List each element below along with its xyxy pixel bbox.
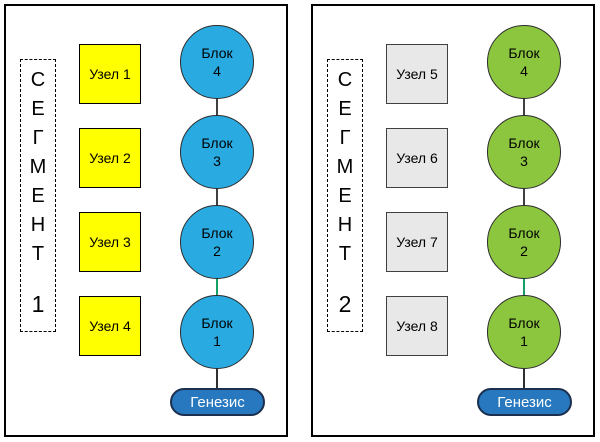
block-number: 3: [213, 153, 221, 169]
node-label: Узел 8: [396, 318, 438, 334]
segment-number: 1: [31, 291, 45, 317]
block-connector-line: [523, 186, 525, 208]
node-square: Узел 7: [386, 212, 448, 272]
block-circle: Блок 3: [180, 115, 254, 189]
node-label: Узел 5: [396, 66, 438, 82]
segment-letter: С: [30, 69, 46, 91]
node-square: Узел 5: [386, 44, 448, 104]
segment-letter: Н: [337, 214, 353, 236]
node-square: Узел 8: [386, 296, 448, 356]
node-label: Узел 2: [89, 150, 131, 166]
block-circle: Блок 1: [487, 295, 561, 369]
segment-2-panel: С Е Г М Е Н Т 2 Узел 5 Узел 6 Узел 7 Узе…: [311, 4, 595, 437]
segment-1-label-box: С Е Г М Е Н Т 1: [20, 59, 56, 332]
block-number: 4: [213, 63, 221, 79]
segment-letter: Г: [32, 127, 44, 149]
genesis-connector-line: [523, 366, 525, 390]
block-connector-line-highlight: [523, 276, 525, 298]
block-name: Блок: [201, 225, 233, 241]
genesis-label: Генезис: [190, 393, 245, 411]
block-circle: Блок 4: [180, 25, 254, 99]
block-circle: Блок 3: [487, 115, 561, 189]
block-connector-line: [216, 186, 218, 208]
block-name: Блок: [201, 315, 233, 331]
block-name: Блок: [508, 315, 540, 331]
node-square: Узел 2: [79, 128, 141, 188]
block-connector-line: [523, 96, 525, 118]
segment-letter: С: [337, 69, 353, 91]
segment-letter: Е: [338, 98, 352, 120]
node-square: Узел 1: [79, 44, 141, 104]
node-label: Узел 6: [396, 150, 438, 166]
node-label: Узел 4: [89, 318, 131, 334]
block-circle: Блок 4: [487, 25, 561, 99]
segment-letter: Г: [339, 127, 351, 149]
segment-letter: Т: [31, 243, 45, 265]
block-name: Блок: [508, 225, 540, 241]
segment-letter: Е: [31, 185, 45, 207]
block-name: Блок: [508, 45, 540, 61]
block-number: 1: [520, 333, 528, 349]
block-number: 2: [520, 243, 528, 259]
segment-letter: М: [29, 156, 47, 178]
block-number: 2: [213, 243, 221, 259]
block-name: Блок: [201, 45, 233, 61]
segment-2-label-box: С Е Г М Е Н Т 2: [327, 59, 363, 332]
block-name: Блок: [201, 135, 233, 151]
segment-letter: Н: [30, 214, 46, 236]
block-name: Блок: [508, 135, 540, 151]
segment-letter: М: [336, 156, 354, 178]
genesis-pill: Генезис: [477, 388, 572, 416]
node-square: Узел 3: [79, 212, 141, 272]
genesis-connector-line: [216, 366, 218, 390]
segment-letter: Т: [338, 243, 352, 265]
node-label: Узел 7: [396, 234, 438, 250]
segment-1-panel: С Е Г М Е Н Т 1 Узел 1 Узел 2 Узел 3 Узе…: [4, 4, 288, 437]
node-label: Узел 1: [89, 66, 131, 82]
block-number: 3: [520, 153, 528, 169]
genesis-pill: Генезис: [170, 388, 265, 416]
block-circle: Блок 2: [180, 205, 254, 279]
block-number: 1: [213, 333, 221, 349]
block-number: 4: [520, 63, 528, 79]
segment-number: 2: [338, 291, 352, 317]
node-square: Узел 6: [386, 128, 448, 188]
segment-letter: Е: [31, 98, 45, 120]
node-label: Узел 3: [89, 234, 131, 250]
genesis-label: Генезис: [497, 393, 552, 411]
block-circle: Блок 1: [180, 295, 254, 369]
segment-letter: Е: [338, 185, 352, 207]
node-square: Узел 4: [79, 296, 141, 356]
block-connector-line-highlight: [216, 276, 218, 298]
block-circle: Блок 2: [487, 205, 561, 279]
block-connector-line: [216, 96, 218, 118]
